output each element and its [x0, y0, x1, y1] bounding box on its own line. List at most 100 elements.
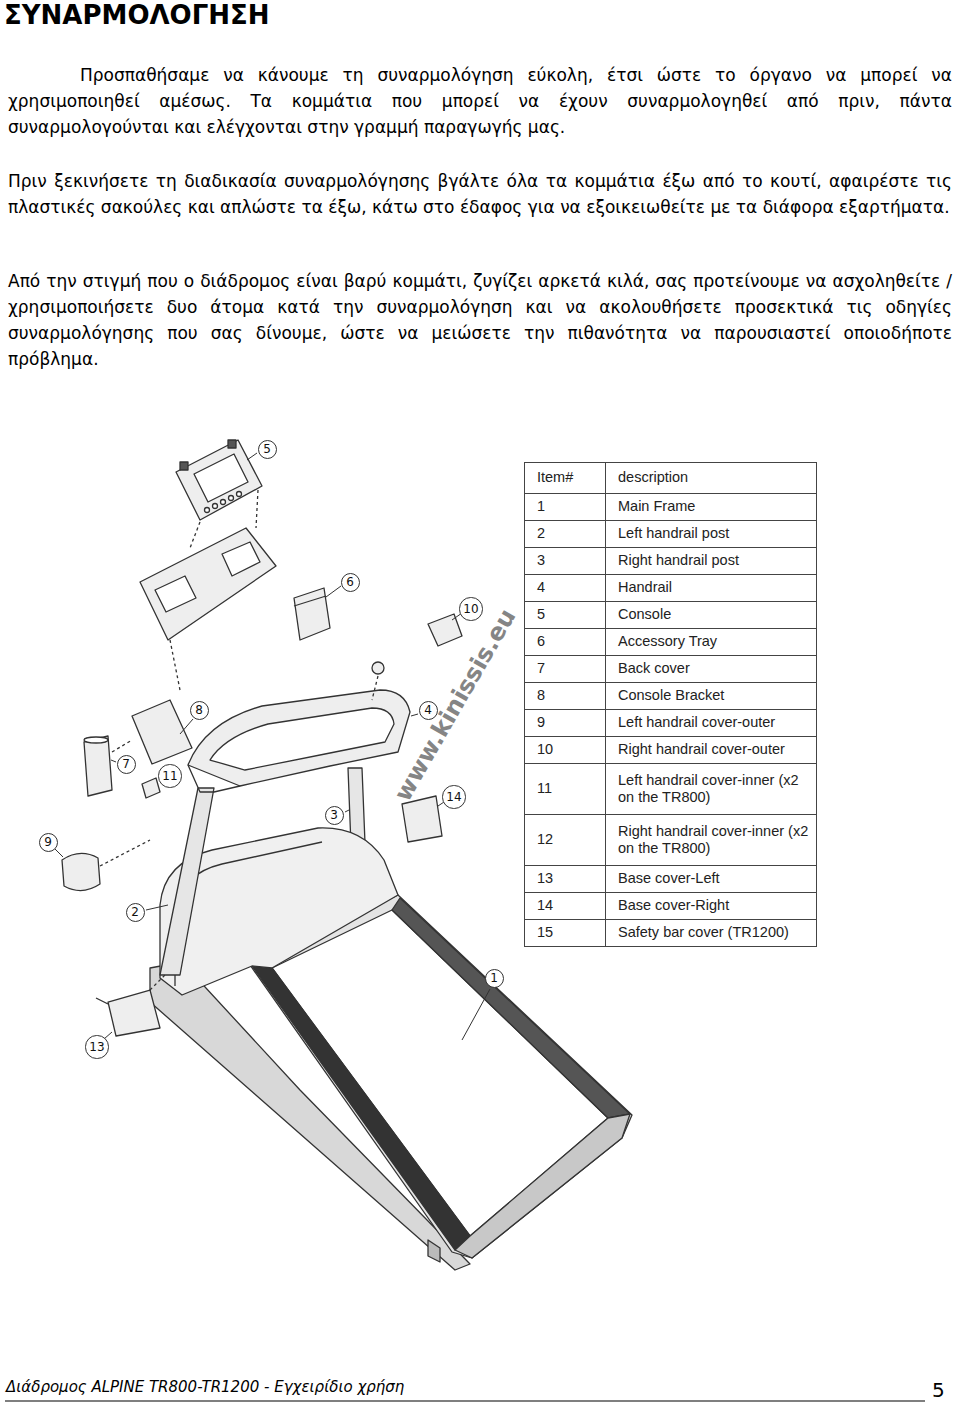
- console-button: [237, 492, 242, 497]
- table-cell: Left handrail cover-inner (x2 on the TR8…: [605, 763, 817, 815]
- left-handrail-cover-outer: [62, 853, 100, 890]
- table-cell: Right handrail cover-outer: [605, 736, 817, 764]
- callout-number: 10: [463, 603, 478, 615]
- back-cover-rim: [84, 737, 108, 743]
- screw-line: [150, 975, 165, 990]
- callout-circle: 4: [419, 701, 438, 720]
- table-cell: Back cover: [605, 655, 817, 683]
- screw-line: [112, 740, 132, 752]
- callout-circle: 5: [258, 440, 277, 459]
- callout-circle: 1: [485, 969, 504, 988]
- console-knob: [228, 440, 236, 448]
- side-rail: [252, 966, 470, 1250]
- tray-edge: [294, 596, 326, 606]
- callout-number: 3: [330, 809, 338, 821]
- table-cell: Accessory Tray: [605, 628, 817, 656]
- left-handrail-post: [160, 788, 214, 975]
- table-cell: 10: [524, 736, 607, 764]
- table-cell: Item#: [524, 462, 607, 494]
- table-cell: 4: [524, 574, 607, 602]
- right-handrail-cover-outer: [428, 614, 462, 646]
- callout-number: 6: [346, 576, 354, 588]
- callout-circle: 3: [325, 806, 344, 825]
- callout-circle: 11: [158, 764, 181, 787]
- screw-line: [100, 840, 150, 866]
- back-cover: [84, 736, 112, 796]
- table-cell: Base cover-Left: [605, 865, 817, 893]
- callout-circle: 9: [39, 833, 58, 852]
- table-cell: Left handrail cover-outer: [605, 709, 817, 737]
- leader-line: [345, 810, 349, 812]
- table-cell: 5: [524, 601, 607, 629]
- table-cell: 7: [524, 655, 607, 683]
- left-handrail-cover-inner: [142, 778, 160, 798]
- table-cell: description: [605, 462, 817, 494]
- table-cell: 14: [524, 892, 607, 920]
- callout-circle: 13: [85, 1035, 108, 1058]
- callout-number: 13: [89, 1041, 104, 1053]
- deck-frame: [250, 895, 632, 1258]
- table-cell: Left handrail post: [605, 520, 817, 548]
- console: [176, 440, 262, 520]
- table-cell: 9: [524, 709, 607, 737]
- table-cell: 13: [524, 865, 607, 893]
- callout-circle: 2: [126, 903, 145, 922]
- accessory-tray: [294, 588, 330, 640]
- base-cover-left: [108, 990, 160, 1036]
- callout-number: 14: [446, 791, 461, 803]
- callout-number: 1: [490, 972, 498, 984]
- handrail-arm: [188, 765, 240, 792]
- table-cell: Main Frame: [605, 493, 817, 521]
- handrail-cover-inner: [372, 662, 384, 674]
- leader-line: [180, 719, 193, 734]
- callout-number: 5: [263, 443, 271, 455]
- callout-number: 7: [122, 758, 130, 770]
- callout-circle: 10: [459, 597, 482, 620]
- shell-cavity: [222, 542, 260, 576]
- rear-foot: [428, 1240, 440, 1262]
- console-bracket: [132, 700, 192, 764]
- leader-line: [411, 714, 418, 716]
- callout-number: 4: [424, 704, 432, 716]
- table-cell: 11: [524, 763, 607, 815]
- console-button: [213, 504, 218, 509]
- callout-number: 9: [44, 836, 52, 848]
- callout-circle: 14: [442, 785, 465, 808]
- body-paragraph: Προσπαθήσαμε να κάνουμε τη συναρμολόγηση…: [8, 62, 952, 140]
- table-cell: Handrail: [605, 574, 817, 602]
- rear-end-cap: [455, 1114, 630, 1258]
- footer-text: Διάδρομος ALPINE TR800-TR1200 - Εγχειρίδ…: [6, 1378, 404, 1396]
- callout-circle: 6: [341, 573, 360, 592]
- screw: [96, 998, 108, 1004]
- table-cell: Base cover-Right: [605, 892, 817, 920]
- table-cell: 8: [524, 682, 607, 710]
- screw-line: [170, 640, 180, 690]
- table-cell: 3: [524, 547, 607, 575]
- callout-number: 2: [131, 906, 139, 918]
- leader-line: [462, 989, 490, 1040]
- watermark: www.kinissis.eu: [389, 604, 522, 806]
- page-number: 5: [932, 1378, 945, 1402]
- side-rail: [392, 898, 630, 1118]
- console-screen: [194, 454, 248, 502]
- body-paragraph: Πριν ξεκινήσετε τη διαδικασία συναρμολόγ…: [8, 168, 952, 220]
- console-shell: [140, 528, 276, 640]
- handrail-inner: [210, 708, 394, 770]
- page-title: ΣΥΝΑΡΜΟΛΟΓΗΣΗ: [4, 0, 270, 30]
- screw-line: [372, 676, 378, 700]
- leader-line: [146, 905, 168, 910]
- leader-line: [111, 760, 116, 762]
- table-cell: Console Bracket: [605, 682, 817, 710]
- table-cell: 2: [524, 520, 607, 548]
- table-cell: 6: [524, 628, 607, 656]
- leader-line: [326, 586, 341, 597]
- leader-line: [247, 453, 257, 460]
- table-cell: 12: [524, 814, 607, 866]
- table-cell: Right handrail post: [605, 547, 817, 575]
- console-button: [229, 496, 234, 501]
- screw-line: [256, 490, 258, 528]
- callout-number: 11: [162, 770, 177, 782]
- table-cell: Safety bar cover (TR1200): [605, 919, 817, 947]
- table-cell: Console: [605, 601, 817, 629]
